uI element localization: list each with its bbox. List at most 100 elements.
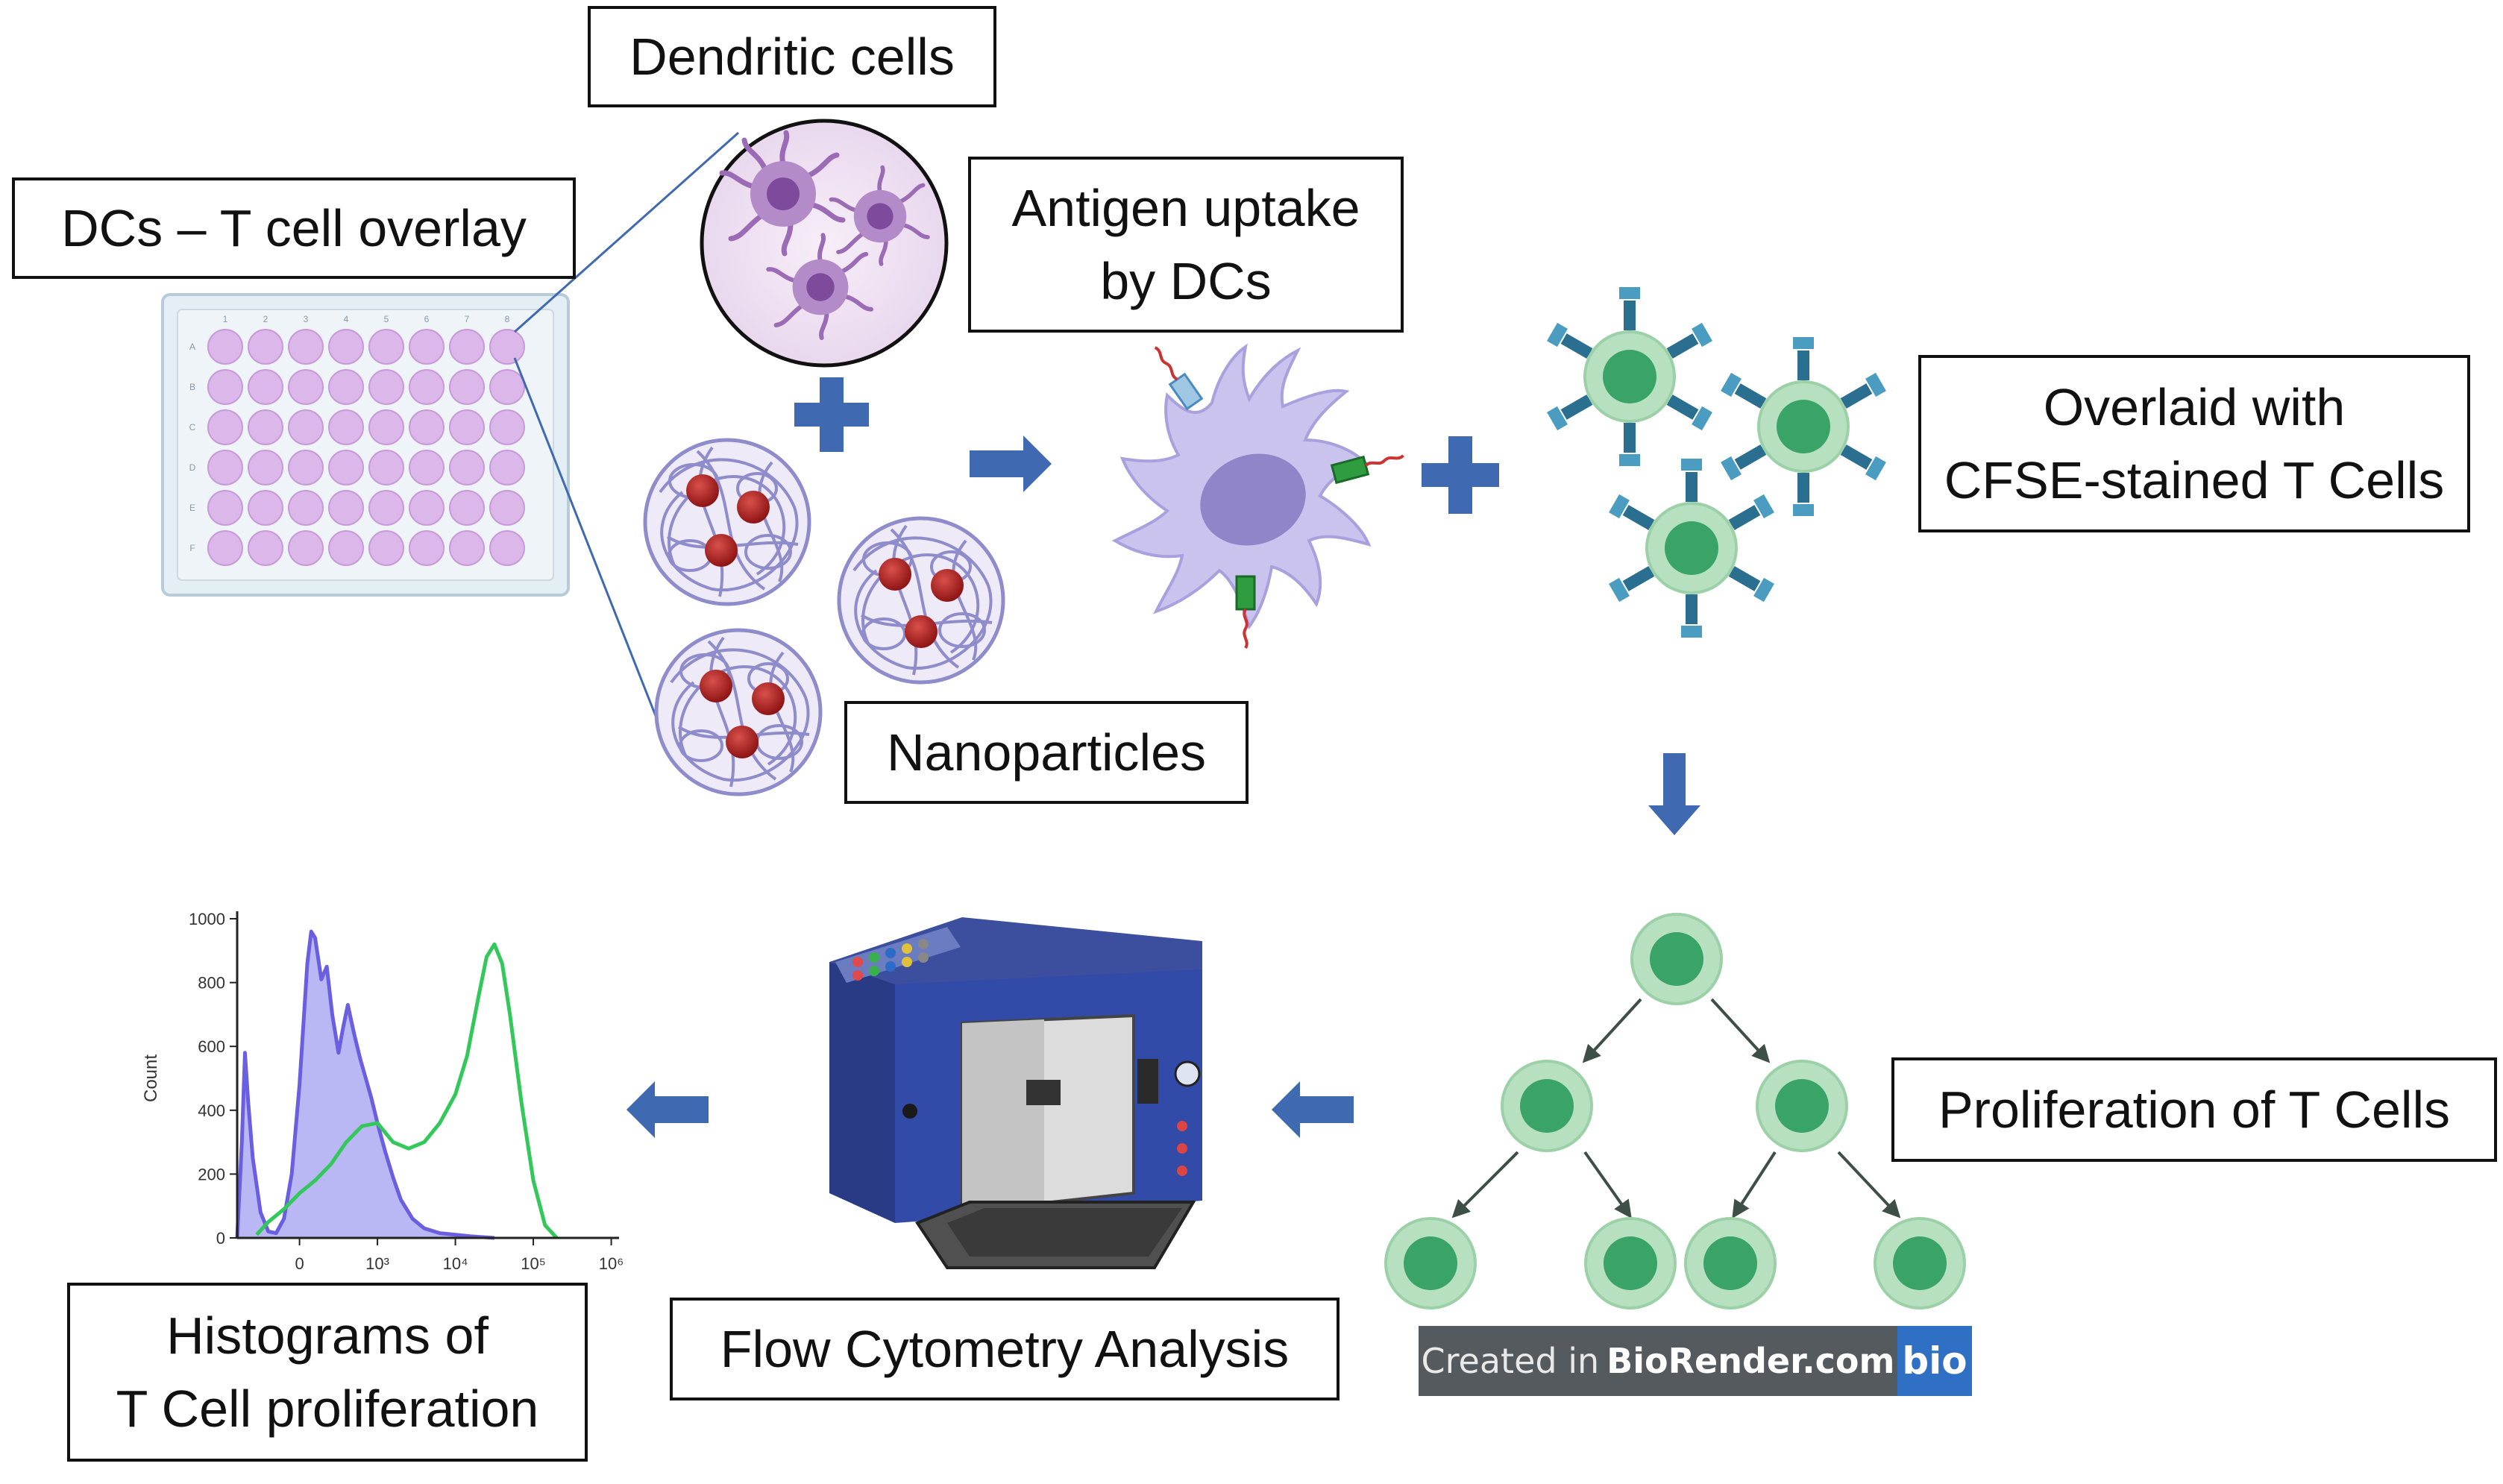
plate-well [328,530,364,566]
nanoparticle-icon [645,440,809,604]
antigen-loaded-dendritic-cell [1111,343,1404,650]
histogram-reference-line [255,942,559,1239]
plate-well [248,450,283,485]
plate-well [409,530,445,566]
t-cell [1501,1060,1593,1152]
plate-well [288,329,324,365]
y-tick-label: 1000 [189,910,225,928]
t-cell-with-receptors [1547,287,1712,466]
dendritic-cells-dish [700,119,949,368]
dendritic-cell-icon [719,130,846,257]
plate-well [368,369,404,405]
plate-well [409,490,445,526]
cytometer-button [852,957,863,967]
biorender-logo-icon: bio [1897,1326,1972,1396]
plate-well [409,409,445,445]
t-cell-with-receptors [1721,337,1886,516]
cytometer-button [852,970,863,981]
flow-cytometer-icon [829,917,1202,1269]
plate-well [288,369,324,405]
plate-well [368,329,404,365]
x-tick-label: 10³ [365,1254,389,1273]
t-cell [1584,1217,1677,1309]
t-cell [1630,913,1723,1005]
plate-well [409,450,445,485]
y-tick-label: 800 [198,974,225,993]
cytometer-button [869,952,879,963]
plate-well [409,329,445,365]
connector-line-top [514,131,739,333]
dendritic-cells-text: Dendritic cells [629,28,955,86]
nanoparticle-icon [839,518,1003,682]
plate-well [489,490,525,526]
left-arrow-icon [1272,1081,1354,1138]
plate-well [449,409,485,445]
plate-well [207,409,243,445]
plate-column-label: 7 [465,314,470,324]
plate-row-label: F [189,543,195,553]
plate-well [368,450,404,485]
x-tick-label: 10⁶ [599,1254,624,1273]
cytometer-button [918,952,929,963]
plate-well [449,450,485,485]
y-tick-label: 0 [216,1229,225,1248]
cytometer-button [885,961,896,972]
biorender-logo-text: bio [1902,1339,1967,1383]
plate-well [489,329,525,365]
cytometer-button [902,943,912,954]
plate-well [368,530,404,566]
histograms-line-1: Histograms of [166,1307,489,1365]
plate-row-label: C [189,422,196,433]
x-tick-label: 10⁴ [443,1254,468,1273]
plate-well [328,450,364,485]
biorender-prefix: Created in [1421,1341,1600,1381]
down-arrow-icon [1648,753,1700,835]
connector-line-bottom [513,357,662,728]
proliferation-text: Proliferation of T Cells [1938,1081,2451,1139]
plate-well [449,329,485,365]
t-cell-with-receptors [1609,459,1774,638]
plate-column-label: 8 [505,314,510,324]
plate-column-label: 2 [263,314,268,324]
plate-well [328,369,364,405]
y-tick-label: 600 [198,1037,225,1056]
t-cell [1384,1217,1477,1309]
cytometer-button [918,939,929,949]
antigen-uptake-label: Antigen uptake by DCs [968,157,1404,333]
t-cell [1756,1060,1848,1152]
dcs-overlay-text: DCs – T cell overlay [61,199,527,257]
plate-well [288,409,324,445]
plate-column-label: 3 [304,314,309,324]
plate-row-label: D [189,462,196,473]
plate-well [489,450,525,485]
plate-column-label: 4 [344,314,349,324]
left-arrow-icon [626,1081,709,1138]
plate-well [207,329,243,365]
plate-well [489,530,525,566]
proliferation-tree [1384,913,1966,1309]
histogram-series-line [235,929,494,1240]
plate-well [489,369,525,405]
plate-column-label: 5 [384,314,389,324]
plate-well [288,490,324,526]
y-tick-label: 200 [198,1165,225,1183]
plate-well [248,490,283,526]
plate-well [449,369,485,405]
nanoparticles-label: Nanoparticles [844,701,1249,804]
plate-well [248,329,283,365]
dendritic-cell-icon [766,233,873,340]
histograms-label: Histograms of T Cell proliferation [67,1283,588,1462]
plate-well [328,409,364,445]
overlaid-t-cells-label: Overlaid with CFSE-stained T Cells [1918,355,2470,532]
antigen-uptake-line-1: Antigen uptake [1011,179,1360,237]
proliferation-label: Proliferation of T Cells [1891,1057,2497,1162]
plate-well [248,369,283,405]
plate-well [489,409,525,445]
nanoparticles-text: Nanoparticles [887,723,1206,782]
dendritic-cells-label: Dendritic cells [588,6,996,107]
overlaid-line-1: Overlaid with [2043,378,2346,436]
nanoparticle-icon [656,630,820,794]
plate-well [248,530,283,566]
